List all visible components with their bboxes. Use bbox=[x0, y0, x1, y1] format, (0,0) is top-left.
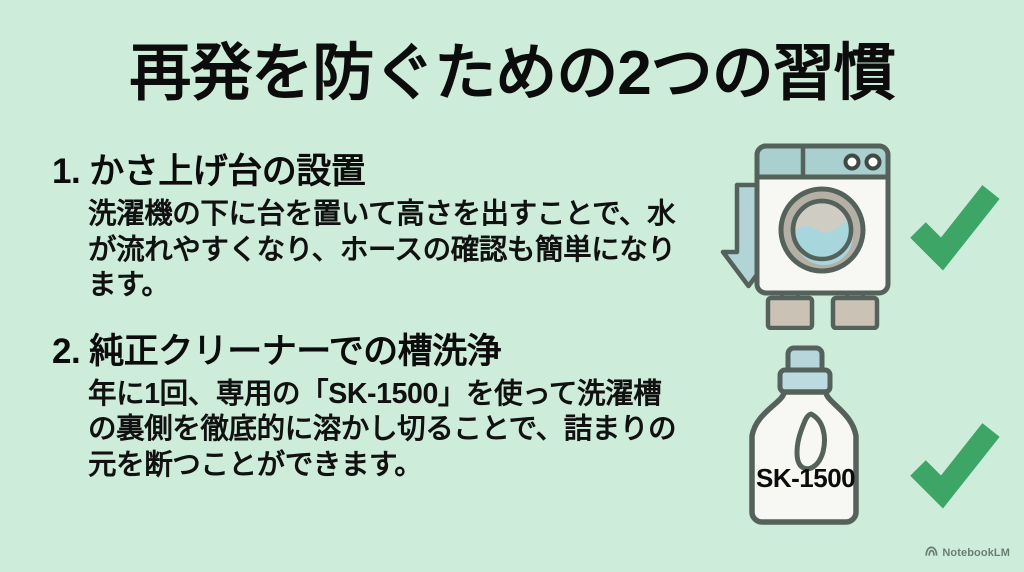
illustration-column: SK-1500 bbox=[700, 130, 1024, 550]
section-2-number: 2. bbox=[52, 331, 81, 371]
section-2-heading-text: 純正クリーナーでの槽洗浄 bbox=[89, 331, 502, 371]
section-2-body: 年に1回、専用の「SK-1500」を使って洗濯槽の裏側を徹底的に溶かし切ることで… bbox=[88, 377, 677, 481]
section-2: 2. 純正クリーナーでの槽洗浄 年に1回、専用の「SK-1500」を使って洗濯槽… bbox=[52, 330, 712, 484]
section-1-body: 洗濯機の下に台を置いて高さを出すことで、水が流れやすくなり、ホースの確認も簡単に… bbox=[88, 198, 676, 301]
section-1-heading: 1. かさ上げ台の設置 bbox=[52, 150, 712, 194]
section-1-heading-text: かさ上げ台の設置 bbox=[89, 152, 366, 191]
watermark: NotebookLM bbox=[925, 544, 1010, 562]
washing-machine-icon bbox=[754, 143, 891, 331]
washing-machine-illustration bbox=[700, 130, 1024, 331]
section-1-number: 1. bbox=[52, 152, 81, 191]
notebooklm-logo-icon bbox=[925, 544, 938, 562]
detergent-illustration: SK-1500 bbox=[700, 340, 1024, 540]
section-2-heading: 2. 純正クリーナーでの槽洗浄 bbox=[52, 330, 712, 374]
detergent-bottle-icon: SK-1500 bbox=[749, 345, 859, 525]
detergent-label: SK-1500 bbox=[756, 463, 855, 493]
green-check-icon bbox=[910, 185, 1000, 271]
green-check-icon bbox=[910, 423, 1000, 509]
section-1: 1. かさ上げ台の設置 洗濯機の下に台を置いて高さを出すことで、水が流れやすくな… bbox=[52, 150, 712, 304]
content-column: 1. かさ上げ台の設置 洗濯機の下に台を置いて高さを出すことで、水が流れやすくな… bbox=[52, 150, 712, 483]
page-title: 再発を防ぐための2つの習慣 bbox=[129, 39, 895, 108]
watermark-text: NotebookLM bbox=[942, 547, 1010, 559]
